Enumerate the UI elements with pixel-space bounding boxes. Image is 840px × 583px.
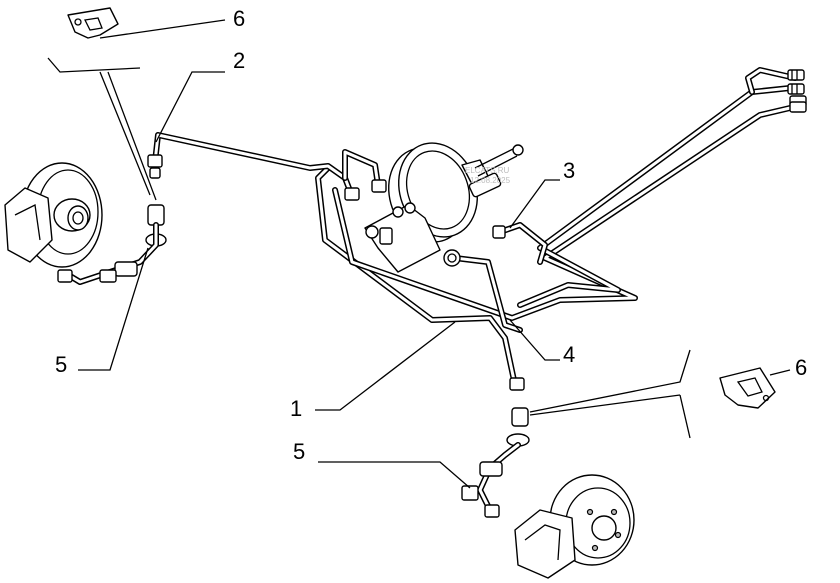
master-cylinder (364, 202, 461, 273)
right-brake-caliper-disc (514, 474, 635, 579)
mounting-guide-lines (47, 57, 691, 439)
watermark-line2: 12.08.2025 (470, 176, 511, 185)
brake-pipe-2 (152, 132, 381, 199)
rear-pipe-fittings (787, 69, 807, 113)
pipe-unions (147, 154, 506, 239)
bracket-6-right (719, 367, 776, 409)
callout-5-bottom: 5 (293, 439, 305, 464)
callout-1: 1 (290, 396, 302, 421)
left-brake-caliper-disc (4, 162, 103, 268)
brake-pipe-1 (315, 165, 518, 388)
callout-3: 3 (563, 158, 575, 183)
watermark-line1: ELCATS.RU (465, 166, 510, 175)
callout-4: 4 (563, 342, 575, 367)
bracket-6-top (67, 7, 119, 39)
right-brake-hose (461, 377, 530, 518)
callout-5-left: 5 (55, 352, 67, 377)
callout-2: 2 (233, 48, 245, 73)
brake-pipe-rear (332, 67, 798, 321)
left-brake-hose (57, 204, 167, 285)
callout-6-right: 6 (795, 355, 807, 380)
brake-pipe-4 (452, 255, 523, 333)
callout-6-top: 6 (233, 6, 245, 31)
brake-pipe-3 (497, 222, 548, 265)
leader-lines (78, 19, 791, 489)
